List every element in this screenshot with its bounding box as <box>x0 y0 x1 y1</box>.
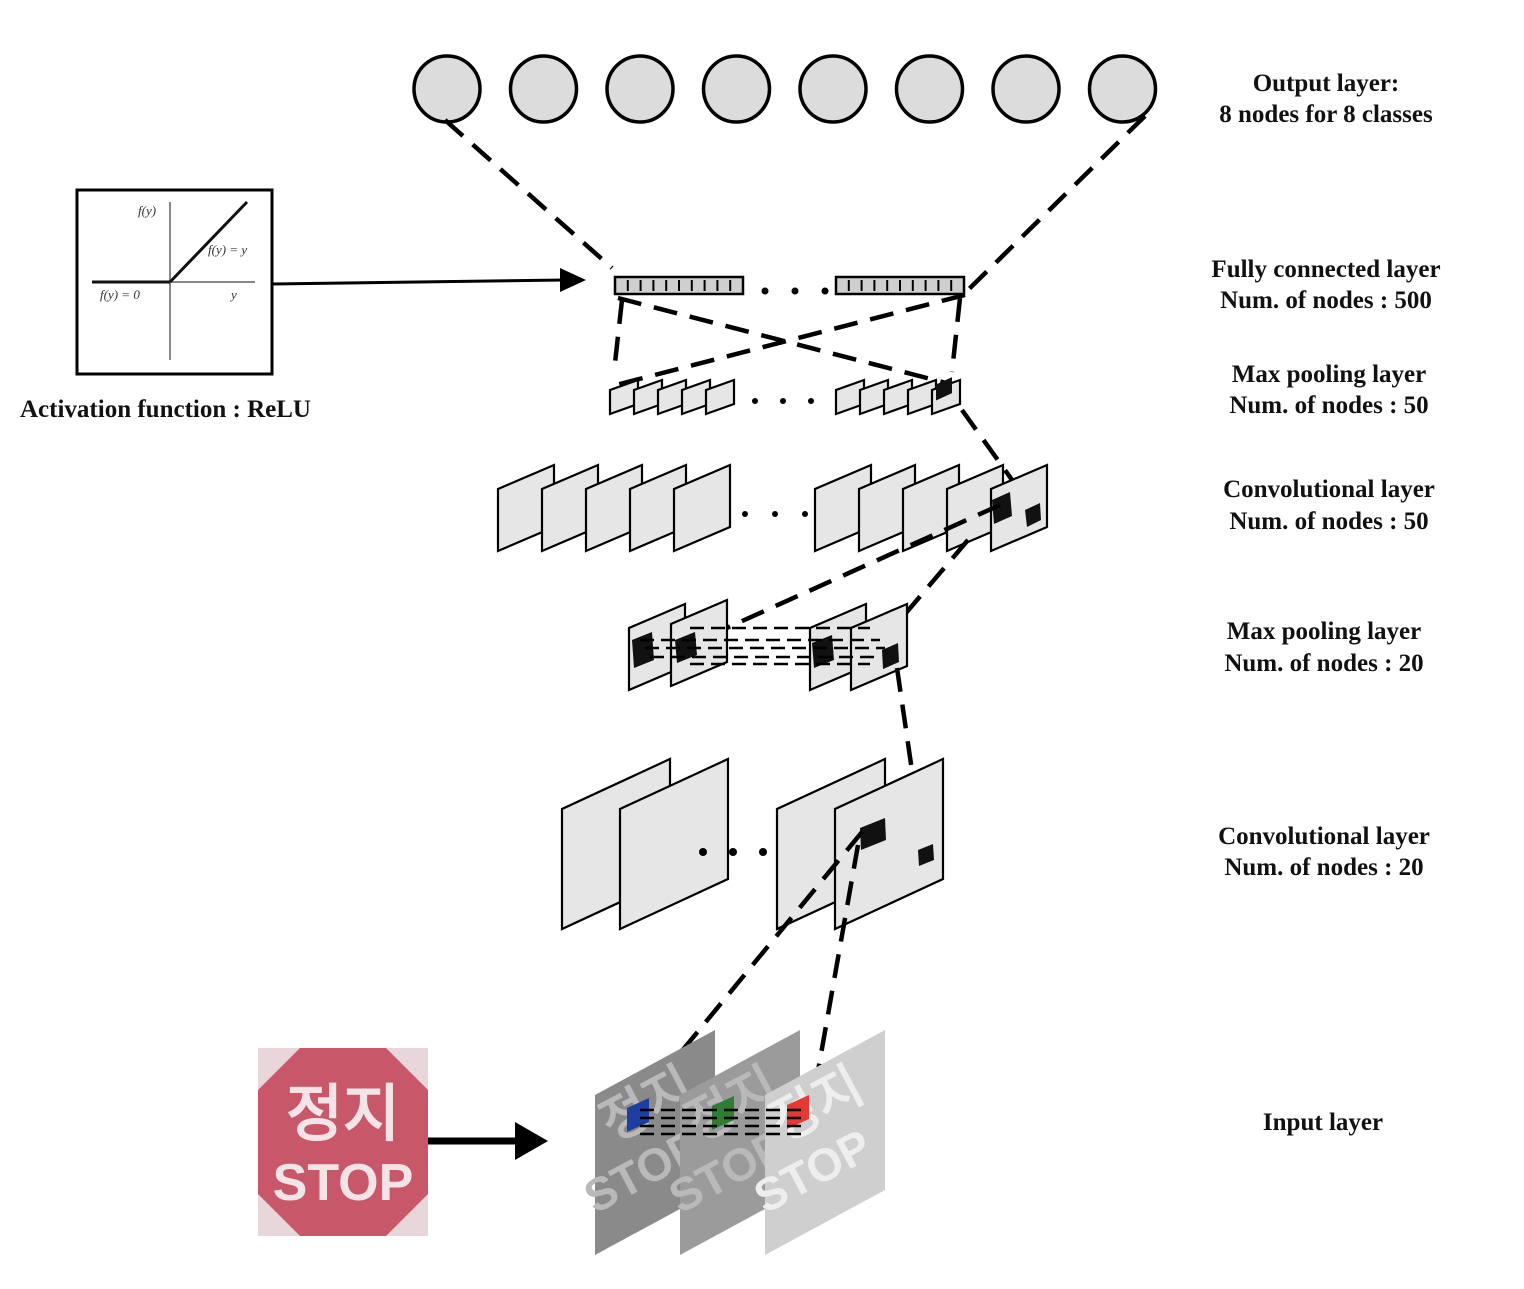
svg-text:Num. of nodes : 50: Num. of nodes : 50 <box>1229 508 1428 535</box>
pool2-feature-map <box>680 378 712 416</box>
fc-node-strip-left <box>613 275 745 296</box>
conv1-feature-map <box>833 757 945 931</box>
output-layer-label: Output layer: 8 nodes for 8 classes <box>1219 70 1433 128</box>
relu-left-piece-label: f(y) = 0 <box>100 287 140 302</box>
pool2-layer-label: Max pooling layer Num. of nodes : 50 <box>1229 361 1428 419</box>
layer-labels: Output layer: 8 nodes for 8 classes Full… <box>1211 70 1440 1136</box>
convolutional-layer-1 <box>560 757 945 931</box>
svg-text:8 nodes for 8 classes: 8 nodes for 8 classes <box>1219 101 1433 128</box>
output-fc-connections <box>443 114 1147 292</box>
conv2-feature-map <box>496 463 556 553</box>
activation-arrow-head <box>560 268 586 292</box>
pool1-patch <box>812 635 834 668</box>
input-channel-patch <box>627 1098 649 1132</box>
fc-layer-label: Fully connected layer Num. of nodes : 50… <box>1211 256 1440 314</box>
svg-text:Convolutional layer: Convolutional layer <box>1218 823 1430 850</box>
input-channel-patch <box>712 1096 734 1130</box>
svg-text:STOP: STOP <box>273 1154 414 1212</box>
conv2-feature-map <box>584 463 644 553</box>
conv2-feature-map <box>857 463 917 553</box>
relu-y-axis-label: f(y) <box>138 203 156 218</box>
relu-x-axis-label: y <box>229 287 237 302</box>
activation-label: Activation function : ReLU <box>20 396 311 423</box>
pool2-feature-map <box>834 378 866 416</box>
output-node <box>508 54 579 124</box>
fc-ellipsis <box>761 287 829 295</box>
pool2-feature-map <box>608 378 640 416</box>
input-patch-lines <box>640 1108 805 1136</box>
conv2-feature-map <box>813 463 873 553</box>
output-layer-nodes <box>412 54 1158 124</box>
pool2-feature-map <box>882 378 914 416</box>
svg-text:Input layer: Input layer <box>1263 1109 1383 1136</box>
svg-text:정지: 정지 <box>286 1080 400 1149</box>
max-pooling-layer-2 <box>608 377 962 416</box>
activation-function-panel: f(y) f(y) = y f(y) = 0 y Activation func… <box>20 188 586 423</box>
conv1-feature-map <box>618 757 730 931</box>
conv2-ellipsis <box>742 511 808 517</box>
pool1-patch-lines <box>640 626 885 666</box>
svg-text:Num. of nodes : 500: Num. of nodes : 500 <box>1220 287 1432 314</box>
svg-text:Convolutional layer: Convolutional layer <box>1223 476 1435 503</box>
svg-text:Num. of nodes : 50: Num. of nodes : 50 <box>1229 392 1428 419</box>
conv1-ellipsis <box>699 848 767 856</box>
pool2-feature-map <box>906 378 938 416</box>
output-node <box>701 54 772 124</box>
svg-text:Num. of nodes : 20: Num. of nodes : 20 <box>1224 650 1423 677</box>
svg-text:Output layer:: Output layer: <box>1253 70 1400 97</box>
fully-connected-layer <box>613 275 966 296</box>
pool2-ellipsis <box>752 398 814 404</box>
svg-text:Max pooling layer: Max pooling layer <box>1227 618 1421 645</box>
output-node <box>991 54 1061 124</box>
max-pooling-layer-1 <box>627 598 909 692</box>
pool2-feature-map <box>632 378 664 416</box>
output-node <box>798 54 868 124</box>
conv2-pool1-connections <box>699 502 1001 643</box>
relu-right-piece-label: f(y) = y <box>208 242 247 257</box>
pool1-layer-label: Max pooling layer Num. of nodes : 20 <box>1224 618 1423 677</box>
output-node <box>412 54 482 124</box>
stop-sign-image: 정지 STOP <box>258 1048 428 1236</box>
activation-arrow <box>271 278 566 286</box>
output-node <box>1087 54 1158 124</box>
fc-node-strip-right <box>834 275 966 296</box>
output-node <box>605 54 675 124</box>
conv2-feature-map <box>945 463 1005 553</box>
fc-pool2-connections <box>611 292 966 389</box>
conv2-feature-map <box>540 463 600 553</box>
convolutional-layer-2 <box>496 463 1049 553</box>
conv2-feature-map <box>672 463 732 553</box>
input-channel-patch <box>787 1095 809 1129</box>
relu-linear-segment <box>168 200 249 284</box>
input-layer-label: Input layer <box>1263 1109 1383 1136</box>
output-node <box>894 54 965 124</box>
svg-text:Fully connected layer: Fully connected layer <box>1211 256 1440 283</box>
conv1-layer-label: Convolutional layer Num. of nodes : 20 <box>1218 823 1430 881</box>
input-layer: 정지 STOP 정지STOP정지STOP정지STOP <box>258 1030 885 1255</box>
pool1-patch <box>882 643 899 669</box>
pool2-feature-map <box>704 378 736 416</box>
conv2-feature-map <box>628 463 688 553</box>
input-arrow-head <box>515 1122 548 1160</box>
svg-text:Max pooling layer: Max pooling layer <box>1232 361 1426 388</box>
svg-text:Num. of nodes : 20: Num. of nodes : 20 <box>1224 854 1423 881</box>
pool2-feature-map <box>656 378 688 416</box>
conv2-layer-label: Convolutional layer Num. of nodes : 50 <box>1223 476 1435 535</box>
pool2-feature-map <box>858 378 890 416</box>
